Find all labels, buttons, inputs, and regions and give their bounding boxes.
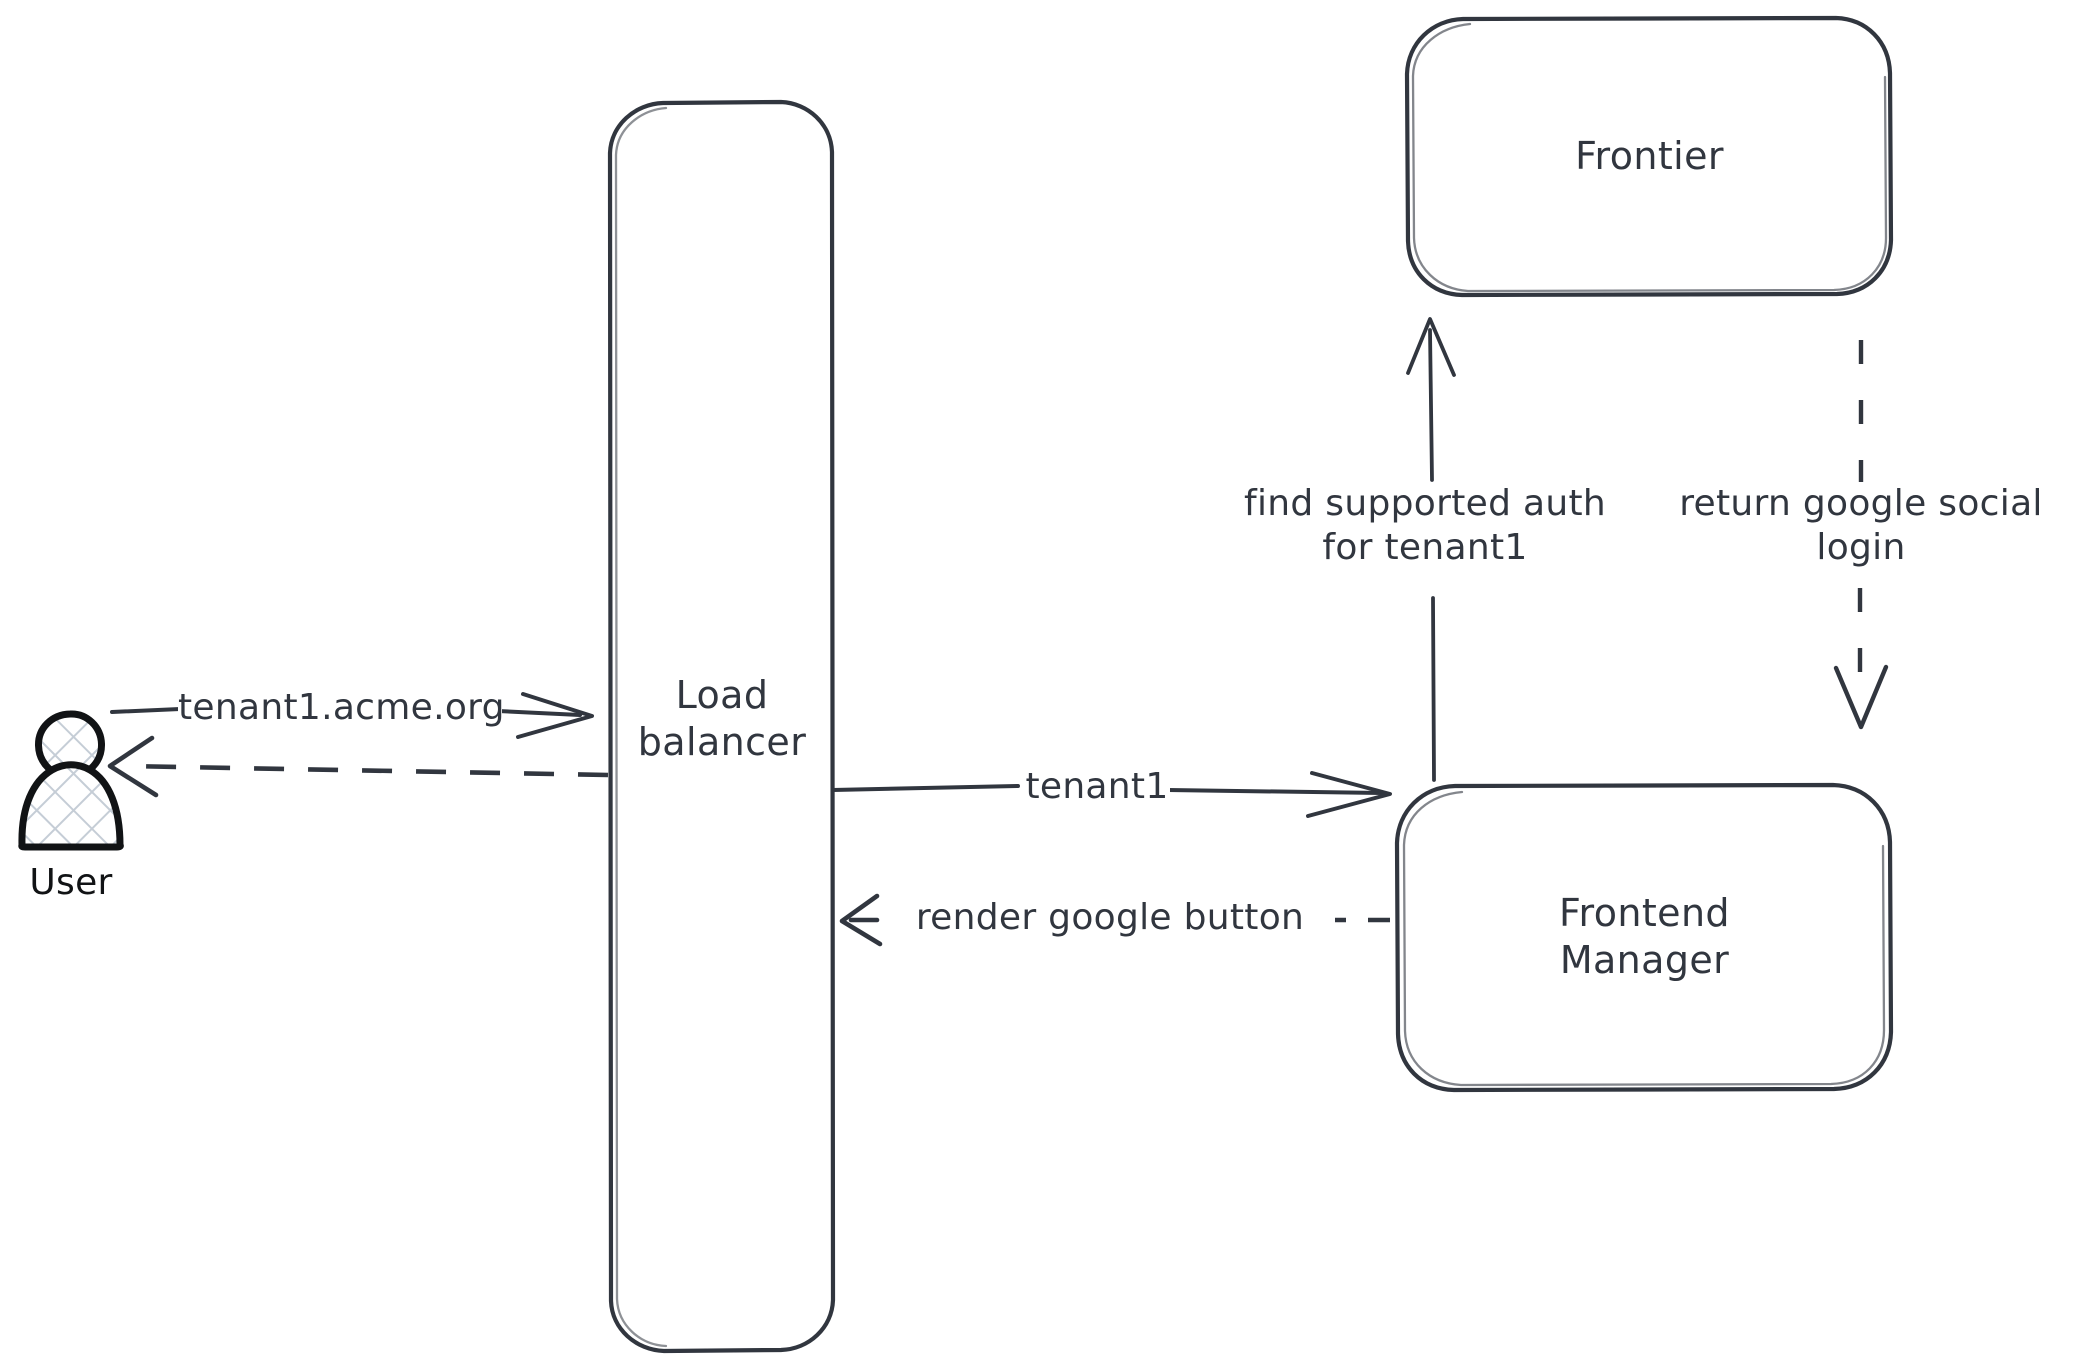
load-balancer-shape[interactable] bbox=[607, 99, 836, 1354]
user-actor-label: User bbox=[29, 862, 113, 903]
frontier-shape[interactable] bbox=[1404, 15, 1894, 298]
edge-fm-to-frontier bbox=[1406, 317, 1456, 782]
edge-lb-to-user bbox=[107, 735, 609, 798]
person-icon bbox=[18, 710, 124, 851]
edge-frontier-to-fm bbox=[1833, 340, 1889, 730]
edge-fm-to-lb bbox=[839, 893, 1390, 947]
frontend-manager-shape[interactable] bbox=[1394, 782, 1894, 1093]
edge-lb-to-fm bbox=[831, 771, 1392, 818]
edge-user-to-lb bbox=[110, 692, 594, 739]
